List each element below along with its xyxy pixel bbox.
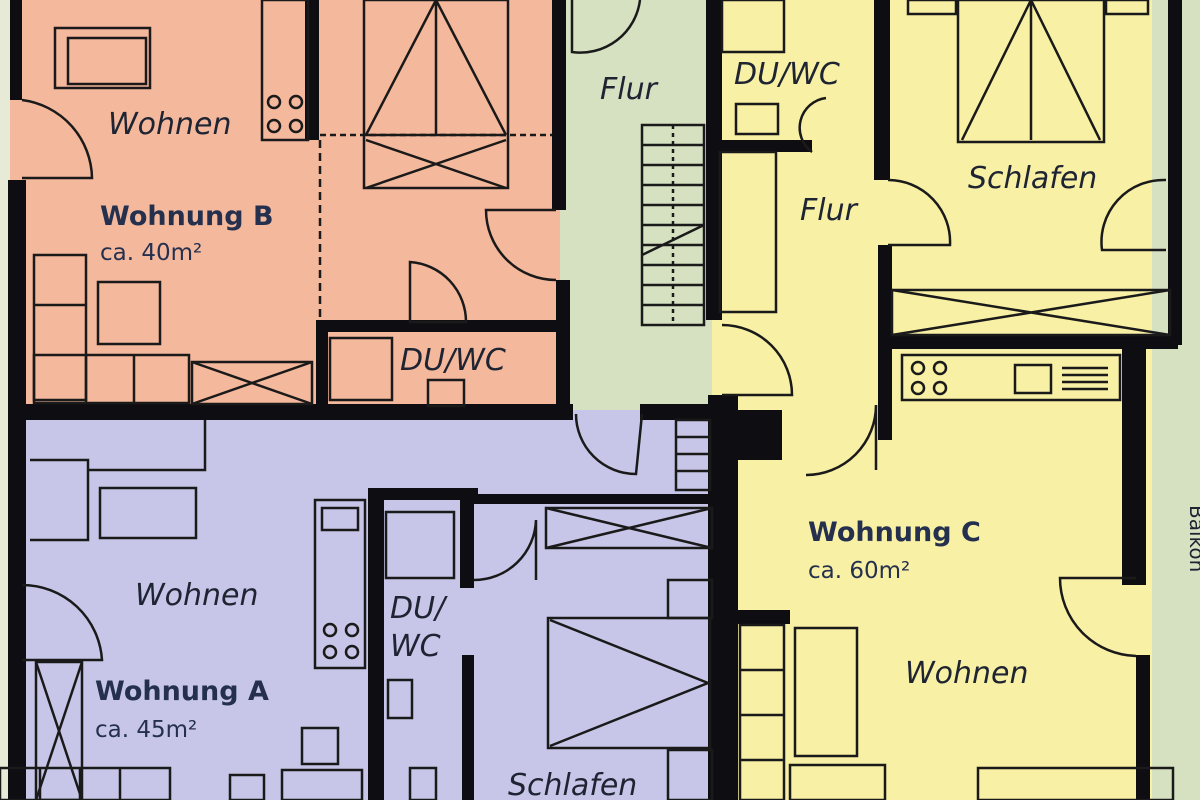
b-kitchen-unit: [260, 0, 310, 142]
room-label-c-wohnen: Wohnen: [905, 656, 1029, 691]
wall-a-bath-left: [368, 488, 384, 800]
b-shelf: [190, 360, 314, 406]
unit-area-c: ca. 60m²: [808, 558, 910, 584]
staircase: [640, 123, 712, 492]
door-b-left: [21, 98, 94, 180]
wall-a-bath-right-lower: [462, 655, 474, 800]
wall-c-flur-right-lower: [878, 245, 892, 440]
wall-common-stair-top: [640, 404, 720, 420]
a-wardrobe: [544, 506, 714, 550]
wall-c-flur-right: [874, 0, 890, 180]
wall-c-right-lower: [1136, 655, 1150, 800]
zone-left-strip: [0, 0, 10, 800]
b-sofa-top-inner: [66, 36, 148, 86]
room-label-b-duwc: DU/WC: [400, 343, 506, 378]
room-label-c-schlafen: Schlafen: [968, 161, 1097, 196]
door-c-balkon: [1058, 576, 1137, 658]
room-label-a-wc: WC: [390, 629, 441, 664]
a-kitchen: [313, 498, 367, 670]
zone-wohnung-b: [10, 0, 560, 410]
room-label-flur-common: Flur: [600, 72, 659, 107]
room-label-b-wohnen: Wohnen: [108, 107, 232, 142]
unit-name-b: Wohnung B: [100, 201, 274, 232]
unit-area-b: ca. 40m²: [100, 240, 202, 266]
room-label-a-schlafen: Schlafen: [508, 768, 637, 800]
door-c-entry: [721, 323, 794, 397]
door-a-left: [21, 583, 104, 662]
door-b-flur: [484, 208, 557, 282]
a-shower: [384, 510, 456, 580]
wall-b-right-lower: [556, 280, 570, 415]
b-table: [96, 280, 162, 346]
c-table: [793, 626, 859, 758]
wall-c-bottom-partition: [720, 610, 790, 624]
room-label-c-duwc: DU/WC: [734, 57, 840, 92]
walls: [8, 0, 1182, 800]
door-common-a: [574, 413, 644, 476]
wall-c-kitchen-right: [1122, 345, 1146, 585]
door-c-wohnen: [805, 404, 878, 477]
wall-c-schlafen-bottom: [888, 335, 1178, 349]
unit-name-c: Wohnung C: [808, 517, 981, 548]
wall-b-a-divider: [8, 404, 573, 420]
c-shower: [720, 0, 786, 54]
c-wardrobe: [890, 288, 1172, 337]
edge-label-balkon: Balkon: [1185, 505, 1200, 572]
unit-area-a: ca. 45m²: [95, 717, 197, 743]
wall-b-bath-top: [316, 320, 562, 332]
room-label-a-wohnen: Wohnen: [135, 578, 259, 613]
wall-c-bath-bottom: [712, 140, 812, 152]
wall-a-schlafen-top: [474, 494, 714, 504]
unit-name-a: Wohnung A: [95, 676, 269, 707]
furniture: [0, 0, 1175, 800]
door-c-schlafen: [887, 178, 952, 247]
wall-a-bath-top: [368, 488, 478, 500]
wall-b-right: [552, 0, 566, 210]
wall-b-bath-left: [316, 320, 328, 410]
door-common-top: [570, 0, 642, 54]
zone-wohnung-a: [10, 410, 715, 800]
labels: Wohnen Wohnung B ca. 40m² DU/WC Flur DU/…: [95, 57, 1200, 800]
b-couch-corner: [32, 253, 88, 402]
b-bed: [362, 0, 510, 190]
doors: [21, 0, 1167, 662]
door-c-schlafen-right: [1100, 178, 1167, 252]
b-shower: [328, 336, 394, 402]
c-kitchen: [900, 353, 1122, 402]
door-a-bath: [473, 519, 538, 582]
wall-b-top-left: [10, 0, 22, 100]
wall-c-left: [706, 0, 722, 320]
a-sofa: [98, 486, 198, 540]
room-label-a-du: DU/: [390, 591, 448, 626]
wall-c-entry-block: [712, 410, 782, 460]
c-flur-cabinet: [718, 150, 778, 314]
door-b-bath: [408, 260, 468, 324]
wall-c-right: [1168, 0, 1182, 345]
c-bed: [956, 0, 1106, 144]
room-label-c-flur: Flur: [800, 193, 859, 228]
c-shelf-left: [738, 623, 786, 800]
b-sofa-top: [53, 26, 152, 90]
wall-left-outer: [8, 180, 26, 800]
a-wardrobe-left: [34, 660, 84, 800]
c-balcony-rail: [976, 766, 1175, 800]
door-c-bath: [798, 96, 827, 154]
wall-a-bath-right: [460, 488, 474, 588]
